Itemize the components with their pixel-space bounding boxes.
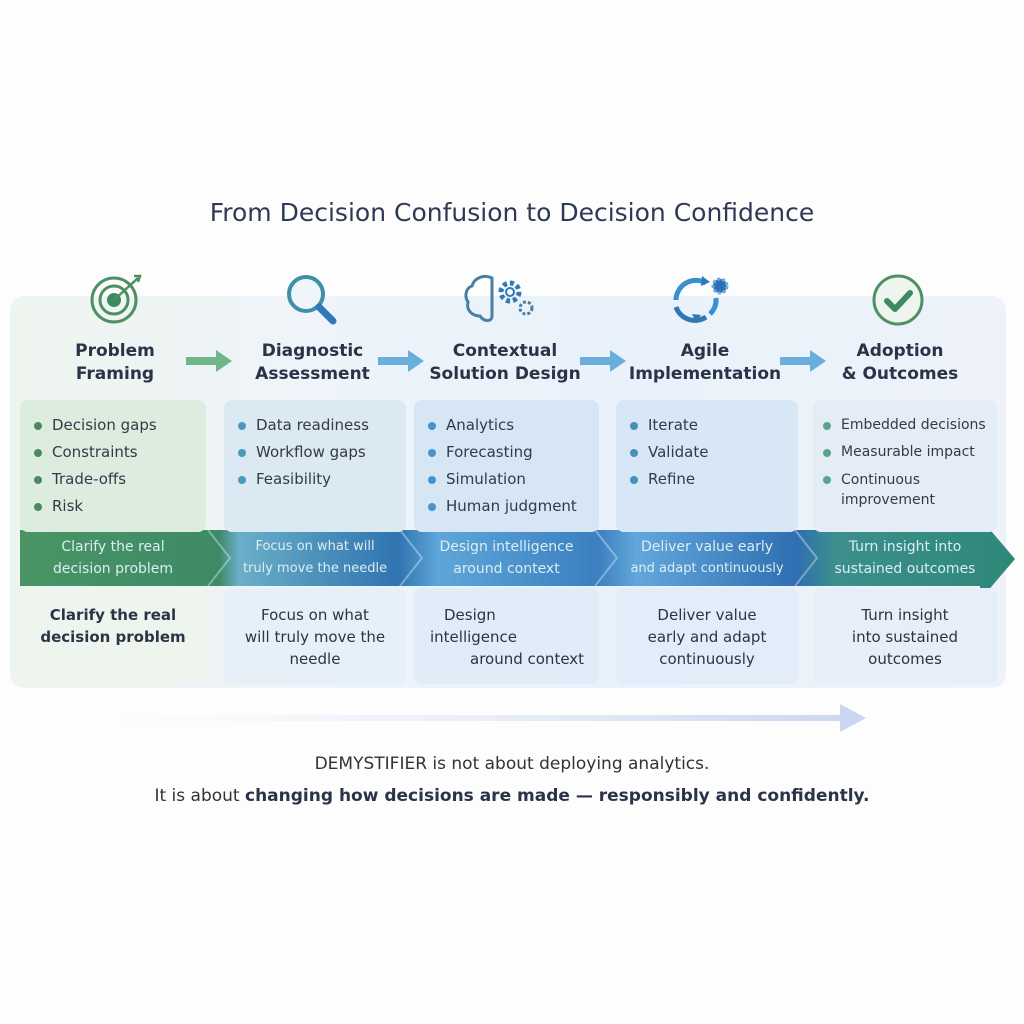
bullet-item: Iterate (628, 412, 798, 439)
bullet-item: Refine (628, 466, 798, 493)
bullet-item: Human judgment (426, 493, 599, 520)
cycle-gear-icon (673, 276, 729, 323)
bullet-item: Forecasting (426, 439, 599, 466)
bullet-item: Measurable impact (821, 439, 997, 466)
bullet-item: Workflow gaps (236, 439, 406, 466)
page-title: From Decision Confusion to Decision Conf… (209, 198, 815, 227)
bullet-item: Simulation (426, 466, 599, 493)
footer-line-1: DEMYSTIFIER is not about deploying analy… (314, 754, 710, 774)
stage-title: Adoption& Outcomes (841, 341, 959, 384)
bullet-item: Continuous improvement (821, 466, 961, 510)
magnifier-icon (287, 275, 337, 325)
footer-line-2: It is about changing how decisions are m… (154, 786, 870, 806)
bullet-item: Constraints (32, 439, 206, 466)
arrow-right-icon (580, 350, 626, 372)
bullet-item: Feasibility (236, 466, 406, 493)
bullet-item: Analytics (426, 412, 599, 439)
bullet-item: Trade-offs (32, 466, 206, 493)
bullet-item: Validate (628, 439, 798, 466)
arrow-right-icon (378, 350, 424, 372)
target-icon (90, 274, 142, 324)
progress-arrow-icon (110, 704, 866, 732)
arrow-right-icon (186, 350, 232, 372)
bullet-item: Risk (32, 493, 206, 520)
bullet-item: Embedded decisions (821, 412, 997, 439)
bullet-item: Data readiness (236, 412, 406, 439)
arrow-right-icon (780, 350, 826, 372)
process-band (20, 518, 1015, 600)
brain-gears-icon (464, 274, 534, 322)
bullet-item: Decision gaps (32, 412, 206, 439)
checkmark-icon (872, 274, 924, 326)
